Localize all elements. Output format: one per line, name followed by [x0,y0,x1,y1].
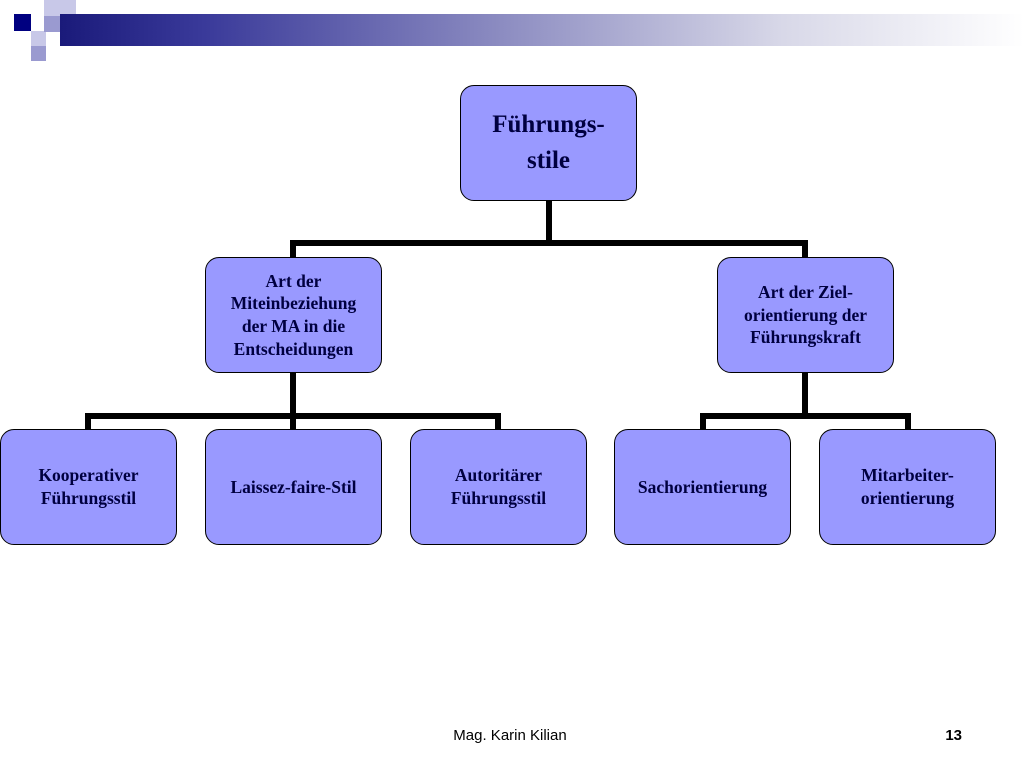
footer-author: Mag. Karin Kilian [453,727,567,744]
header-square-decoration [60,0,76,14]
node-text-line: Führungsstil [450,488,547,508]
node-text-line: Mitarbeiter- [861,465,954,486]
header-square-decoration [44,0,60,16]
node-text-line: orientierung der [744,304,867,325]
node-text-line: Art der Ziel- [758,281,853,302]
node-miteinbeziehung: Art der Miteinbeziehung der MA in die En… [205,257,382,373]
node-text-line: Entscheidungen [233,338,354,359]
header-square-decoration [14,14,31,31]
node-zielorientierung: Art der Ziel- orientierung der Führungsk… [717,257,894,373]
node-text-line: Kooperativer [38,465,139,486]
node-laissez-faire-stil: Laissez-faire-Stil [205,429,382,545]
node-text-line: Führungs- [492,110,605,138]
node-text-line: orientierung [860,488,955,508]
node-text-line: Führungskraft [750,327,861,348]
root-node-fuehrungsstile: Führungs- stile [460,85,637,201]
node-text-line: Miteinbeziehung [230,293,357,314]
node-text-line: Autoritärer [454,465,543,486]
node-autoritaerer-fuehrungsstil: Autoritärer Führungsstil [410,429,587,545]
header-square-decoration [44,16,60,32]
header-square-decoration [31,46,46,61]
node-text-line: Sachorientierung [637,476,768,497]
header-square-decoration [31,31,46,46]
node-text-line: Art der [265,270,322,291]
node-text-line: stile [526,147,571,174]
node-text-line: Laissez-faire-Stil [230,476,357,497]
header-gradient-bar [60,14,1024,46]
node-kooperativer-fuehrungsstil: Kooperativer Führungsstil [0,429,177,545]
node-text-line: der MA in die [241,316,346,336]
node-mitarbeiterorientierung: Mitarbeiter- orientierung [819,429,996,545]
page-number: 13 [945,727,962,744]
node-text-line: Führungsstil [40,488,137,508]
node-sachorientierung: Sachorientierung [614,429,791,545]
